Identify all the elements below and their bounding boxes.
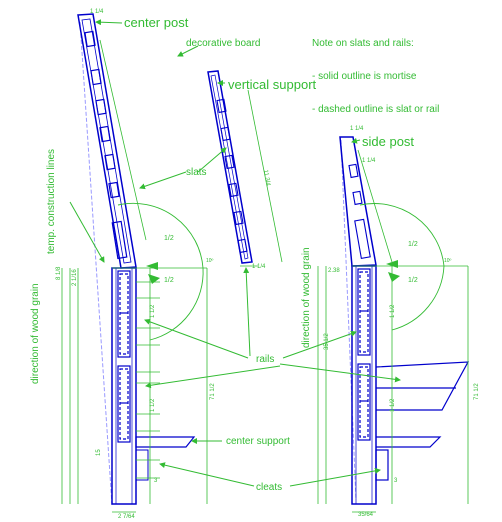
temp-construction-line-side (340, 139, 357, 501)
temp-construction-line (79, 21, 113, 506)
side-rails (375, 361, 470, 481)
center-support-board (135, 436, 196, 448)
label-center-support: center support (226, 436, 290, 447)
dim-center-half-upper: 1/2 (164, 235, 174, 242)
label-side-post: side post (362, 134, 414, 149)
dim-vert-length: 11 3/4 (262, 169, 271, 187)
dim-center-total-height: 71 1/2 (210, 383, 216, 400)
label-direction-grain-left: direction of wood grain (30, 283, 41, 384)
label-temp-construction-lines: temp. construction lines (46, 149, 57, 254)
dim-angle-left: 10º (206, 258, 214, 264)
dim-angle-right: 10º (444, 258, 452, 264)
label-decorative-board: decorative board (186, 38, 261, 49)
label-rails: rails (256, 354, 274, 365)
vertical-support-mortises (216, 98, 248, 254)
dim-center-lower-gap: 15 (96, 449, 102, 456)
dim-center-half-lower: 1/2 (164, 277, 174, 284)
label-vertical-support: vertical support (228, 77, 317, 92)
center-post-drawing (61, 13, 208, 513)
dim-rail-tick-1: 1 1/2 (150, 304, 156, 318)
dim-side-half-lower: 1/2 (408, 277, 418, 284)
vertical-support-outline (207, 70, 253, 264)
note-line-slat: - dashed outline is slat or rail (312, 104, 440, 115)
center-post-upper-inner (81, 18, 132, 264)
label-center-post: center post (124, 15, 189, 30)
dim-center-top-width: 1 1/4 (90, 9, 104, 15)
dim-side-half-upper: 1/2 (408, 241, 418, 248)
dim-side-total-height: 71 1/2 (474, 383, 480, 400)
side-post-rail-mortises (357, 268, 371, 441)
vertical-support-inner (210, 74, 249, 260)
dim-center-left-height: 8 1/8 (56, 266, 62, 280)
note-line-mortise: - solid outline is mortise (312, 71, 417, 82)
dim-small-tick-1: 3 (154, 478, 158, 484)
dim-small-tick-2: 3 (394, 478, 398, 484)
note-title: Note on slats and rails: (312, 38, 414, 49)
dim-center-bottom-width: 2 7/64 (118, 514, 135, 520)
center-cleat (135, 449, 149, 481)
side-post-upper-outline (339, 136, 377, 267)
dim-vert-bottom-width: 1 1/4 (252, 264, 266, 270)
dim-side-bottom-width: 35/64 (358, 512, 374, 518)
vertical-support-drawing (207, 70, 283, 267)
leader-lines (69, 19, 401, 487)
center-post-rail-mortises (117, 270, 131, 443)
dim-rail-tick-3: 1 1/2 (390, 304, 396, 318)
label-direction-grain-right: direction of wood grain (301, 247, 312, 348)
center-post-slat-mortises (84, 30, 128, 260)
side-post-lower-outline (351, 265, 377, 505)
dim-side-top-width: 1 1/4 (350, 126, 364, 132)
dim-center-left-total: 2 1/16 (72, 269, 78, 286)
dim-side-sub-width: 1 1/4 (362, 158, 376, 164)
center-post-lower-outline (111, 267, 137, 505)
side-post-drawing (317, 136, 470, 513)
label-cleats: cleats (256, 482, 282, 493)
center-post-upper-outline (77, 13, 137, 269)
note-box: Note on slats and rails: - solid outline… (312, 16, 439, 126)
side-post-slat-mortises (348, 163, 371, 260)
dim-side-left-width: 2.38 (328, 268, 340, 274)
dim-rail-tick-4: 1 1/2 (390, 398, 396, 412)
dim-side-left-height: 35 1/2 (324, 333, 330, 350)
dim-rail-tick-2: 1 1/2 (150, 398, 156, 412)
label-slats: slats (186, 167, 207, 178)
